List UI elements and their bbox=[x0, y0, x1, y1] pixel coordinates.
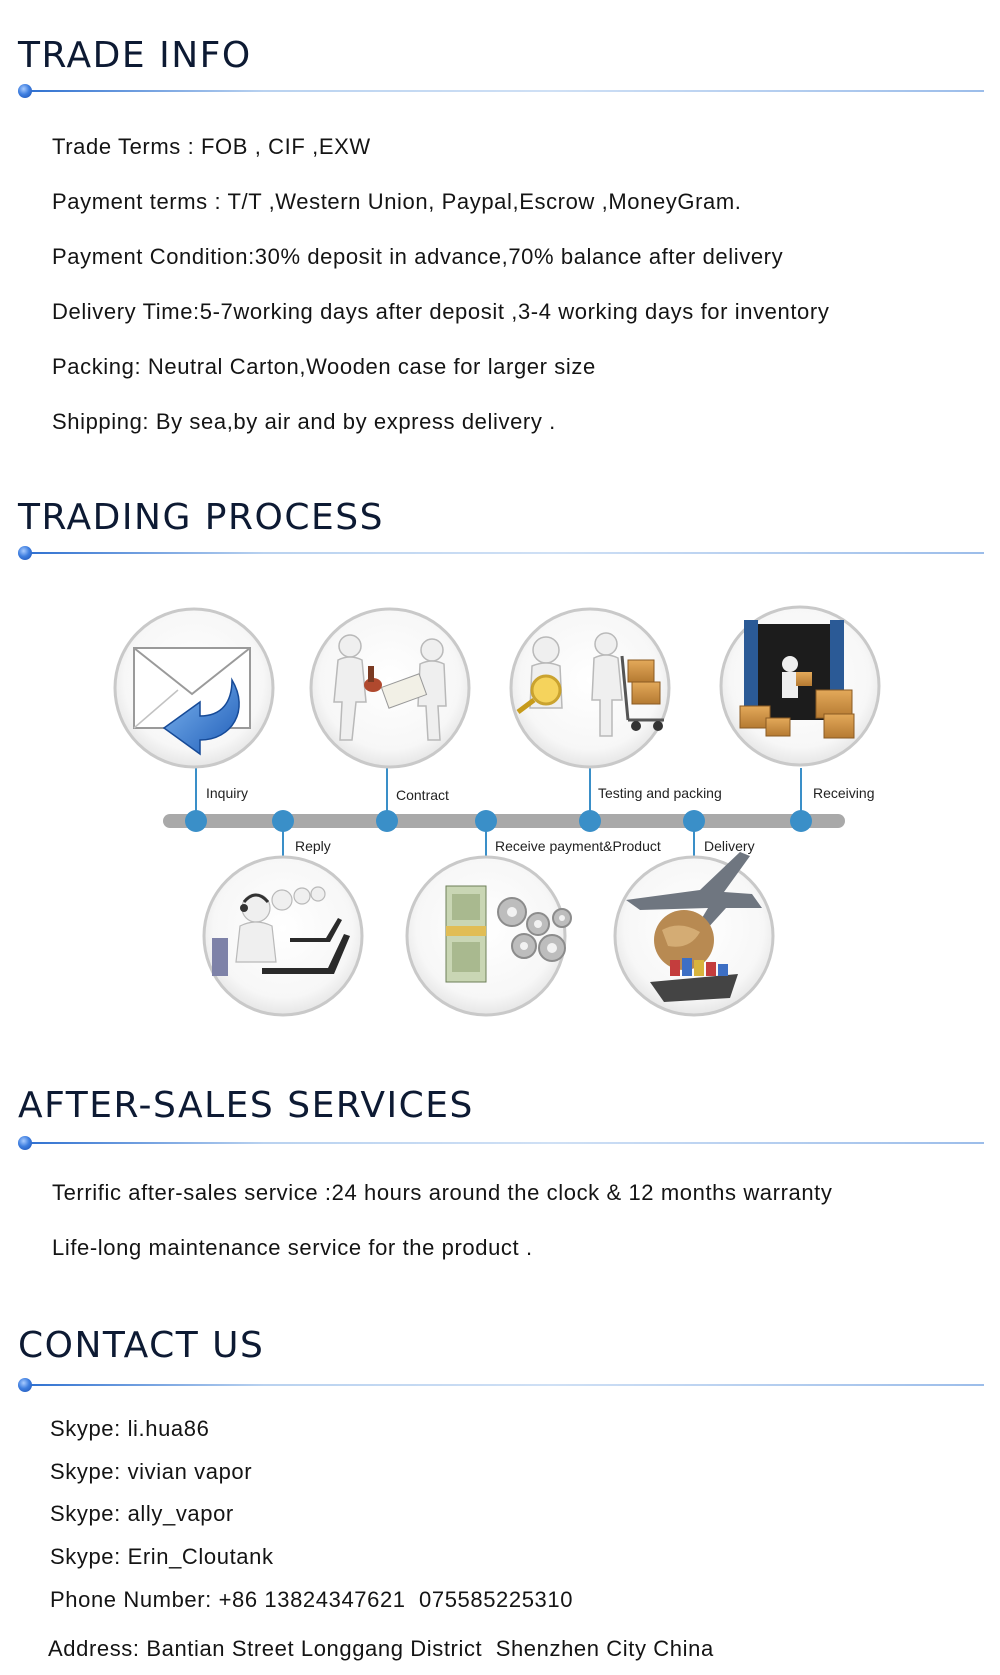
step-label-reply: Reply bbox=[295, 838, 331, 854]
timeline-bar bbox=[163, 814, 845, 828]
step-label-testing: Testing and packing bbox=[598, 785, 722, 801]
skype-contact: Skype: li.hua86 bbox=[50, 1416, 210, 1441]
timeline-node bbox=[475, 810, 497, 832]
section-title-contact-us: CONTACT US bbox=[18, 1325, 265, 1366]
section-divider bbox=[16, 1136, 984, 1150]
bullet-dot-icon bbox=[18, 546, 32, 560]
container-boxes-icon bbox=[719, 605, 881, 767]
step-label-inquiry: Inquiry bbox=[206, 785, 248, 801]
magnifier-trolley-icon bbox=[509, 607, 671, 769]
bullet-dot-icon bbox=[18, 84, 32, 98]
skype-contact: Skype: Erin_Cloutank bbox=[50, 1544, 274, 1569]
packing-text: Packing: Neutral Carton,Wooden case for … bbox=[52, 354, 596, 379]
section-title-trade-info: TRADE INFO bbox=[18, 35, 252, 76]
shipping-text: Shipping: By sea,by air and by express d… bbox=[52, 409, 556, 434]
bullet-dot-icon bbox=[18, 1378, 32, 1392]
bullet-dot-icon bbox=[18, 1136, 32, 1150]
skype-contact: Skype: vivian vapor bbox=[50, 1459, 253, 1484]
step-label-receiving: Receiving bbox=[813, 785, 874, 801]
maintenance-service-text: Life-long maintenance service for the pr… bbox=[52, 1235, 533, 1260]
section-divider bbox=[16, 84, 984, 98]
timeline-node bbox=[272, 810, 294, 832]
step-label-contract: Contract bbox=[396, 787, 449, 803]
support-agents-icon bbox=[202, 855, 364, 1017]
step-label-delivery: Delivery bbox=[704, 838, 755, 854]
timeline-node bbox=[185, 810, 207, 832]
step-label-receive-payment: Receive payment&Product bbox=[495, 838, 661, 854]
skype-contact: Skype: ally_vapor bbox=[50, 1501, 234, 1526]
money-gears-icon bbox=[405, 855, 572, 1017]
section-divider bbox=[16, 546, 984, 560]
trading-process-diagram: Inquiry Contract Testing and packing Rec… bbox=[113, 605, 881, 1017]
timeline-node bbox=[376, 810, 398, 832]
timeline-node bbox=[683, 810, 705, 832]
envelope-arrow-icon bbox=[113, 607, 275, 769]
handshake-stamp-icon bbox=[309, 607, 471, 769]
timeline-node bbox=[790, 810, 812, 832]
delivery-time-text: Delivery Time:5-7working days after depo… bbox=[52, 299, 830, 324]
payment-terms-text: Payment terms : T/T ,Western Union, Payp… bbox=[52, 189, 742, 214]
timeline-node bbox=[579, 810, 601, 832]
phone-number: Phone Number: +86 13824347621 0755852253… bbox=[50, 1587, 574, 1612]
address-text: Address: Bantian Street Longgang Distric… bbox=[48, 1636, 714, 1661]
after-sales-service-text: Terrific after-sales service :24 hours a… bbox=[52, 1180, 833, 1205]
section-title-after-sales: AFTER-SALES SERVICES bbox=[18, 1085, 474, 1126]
section-divider bbox=[16, 1378, 984, 1392]
trade-terms-text: Trade Terms : FOB , CIF ,EXW bbox=[52, 134, 371, 159]
section-title-trading-process: TRADING PROCESS bbox=[18, 497, 384, 538]
payment-condition-text: Payment Condition:30% deposit in advance… bbox=[52, 244, 784, 269]
plane-globe-ship-icon bbox=[613, 852, 775, 1017]
